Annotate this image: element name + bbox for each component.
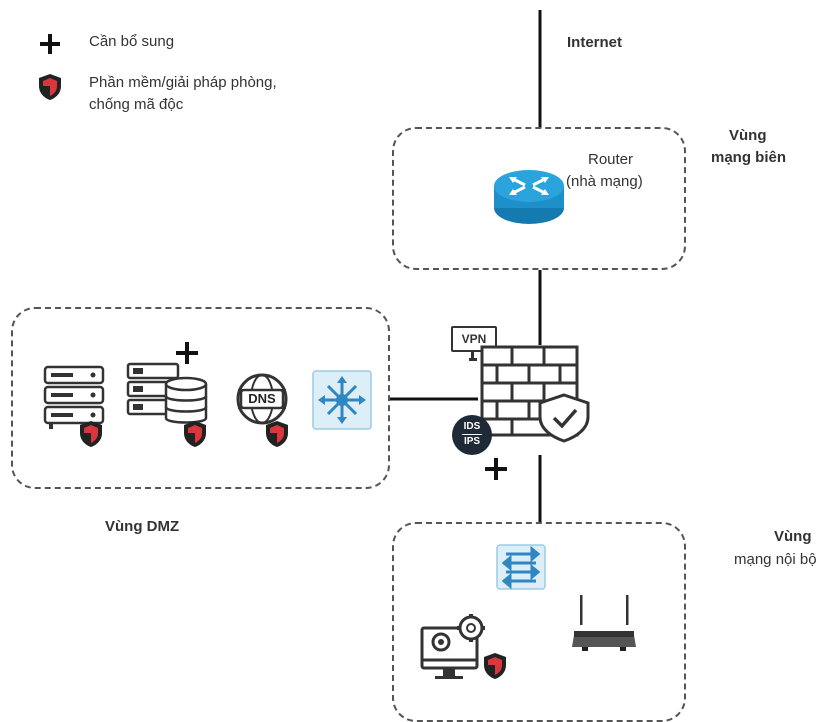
edge-zone-label-line2: mạng biên: [711, 149, 787, 166]
plus-icon: [176, 342, 198, 364]
workstation-icon: [420, 614, 485, 679]
router-icon: [494, 170, 564, 224]
internet-label: Internet: [567, 34, 623, 51]
ids-ips-divider: [462, 434, 482, 435]
database-server-icon: [126, 362, 208, 424]
edge-zone: [392, 127, 686, 270]
legend: Cần bổ sung Phần mềm/giải pháp phòng, ch…: [36, 30, 376, 130]
dns-server-icon: DNS: [235, 372, 289, 426]
globe-icon: [236, 373, 288, 425]
dns-label: DNS: [248, 391, 276, 406]
workstation-shield-icon: [484, 653, 506, 679]
router-label-line1: Router: [588, 151, 634, 168]
legend-antimalware-line2: chống mã độc: [89, 96, 184, 113]
connection-lines: [390, 10, 542, 522]
internal-switch-icon: [496, 544, 546, 590]
server-rack-shield-icon: [80, 421, 102, 447]
ids-label: IDS: [463, 421, 481, 432]
shield-icon: [39, 74, 61, 100]
database-server-shield-icon: [184, 421, 206, 447]
dmz-zone-label: Vùng DMZ: [105, 518, 180, 535]
legend-add-label: Cần bổ sung: [89, 33, 175, 50]
ids-ips-badge: IDS IPS: [452, 415, 492, 455]
ips-label: IPS: [463, 436, 481, 447]
plus-icon: [485, 458, 507, 480]
legend-antimalware-line1: Phần mềm/giải pháp phòng,: [89, 74, 277, 91]
internal-zone-label-line1: Vùng: [774, 528, 812, 545]
router-label-line2: (nhà mạng): [566, 173, 643, 190]
wireless-router-icon: [572, 595, 636, 651]
dns-shield-icon: [266, 421, 288, 447]
edge-zone-label-line1: Vùng: [729, 127, 767, 144]
plus-icon: [40, 34, 60, 54]
vpn-label: VPN: [461, 332, 487, 346]
internal-zone-label-line2: mạng nội bộ: [734, 551, 817, 568]
vpn-badge-stand: [469, 350, 477, 361]
switch-icon: [312, 370, 372, 430]
dmz-zone: [11, 307, 390, 489]
server-rack-icon: [43, 365, 105, 429]
firewall-icon: [480, 345, 590, 443]
